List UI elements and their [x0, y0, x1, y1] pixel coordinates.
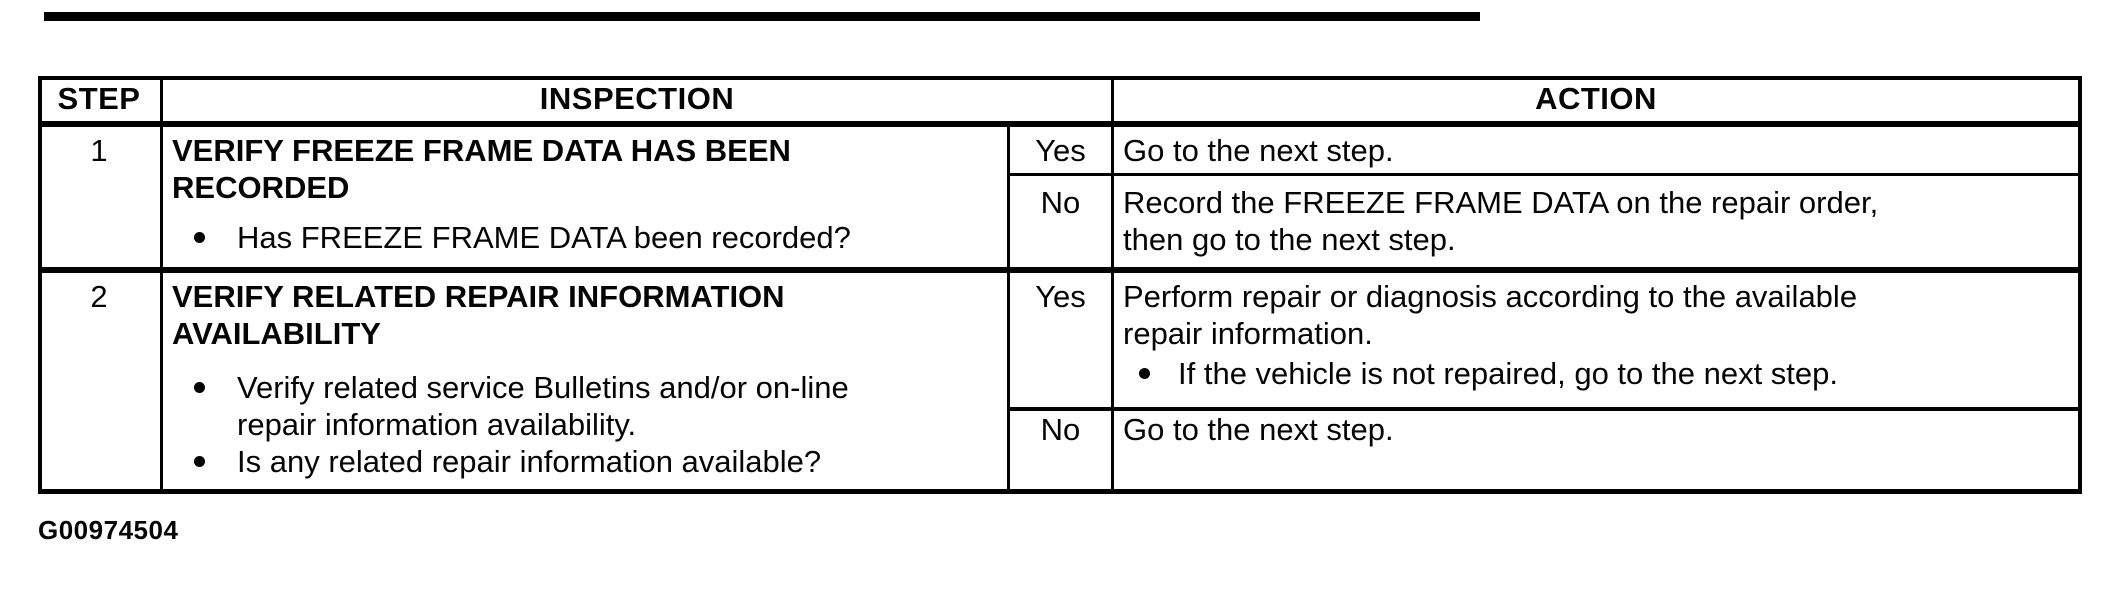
table-step-separator: [38, 267, 2082, 273]
table-border-right: [2078, 76, 2082, 494]
header-step: STEP: [57, 81, 141, 116]
step2-inspection-bullet-item: Is any related repair information availa…: [190, 443, 980, 480]
step1-yes-action-text: Go to the next step.: [1123, 133, 1394, 168]
step1-inspection-title: VERIFY FREEZE FRAME DATA HAS BEEN RECORD…: [172, 133, 791, 205]
step1-inspection-bullet-item: Has FREEZE FRAME DATA been recorded?: [190, 219, 990, 256]
step1-number: 1: [90, 133, 108, 168]
table-header-separator: [38, 121, 2082, 127]
column-divider-step-inspection: [160, 76, 163, 489]
table-border-left: [38, 76, 42, 494]
step2-no-action-text: Go to the next step.: [1123, 412, 1394, 447]
figure-code-caption: G00974504: [38, 515, 179, 545]
step2-inspection-bullets: Verify related service Bulletins and/or …: [190, 369, 980, 480]
step2-no-label: No: [1040, 412, 1081, 447]
step2-yes-action-bullets: If the vehicle is not repaired, go to th…: [1135, 355, 2055, 392]
header-action: ACTION: [1535, 81, 1657, 116]
column-divider-inspection-yesno: [1007, 121, 1010, 489]
header-inspection: INSPECTION: [539, 81, 735, 116]
row-divider-step1-yes-no: [1007, 173, 2082, 176]
scan-artifact-bar: [44, 12, 1480, 21]
row-divider-step2-yes-no: [1007, 407, 2082, 411]
step1-yes-label: Yes: [1035, 133, 1086, 168]
step2-yes-label: Yes: [1035, 279, 1086, 314]
step1-no-label: No: [1040, 185, 1081, 220]
step2-yes-action-text: Perform repair or diagnosis according to…: [1123, 279, 1858, 351]
step2-inspection-title: VERIFY RELATED REPAIR INFORMATION AVAILA…: [172, 279, 785, 351]
step1-inspection-bullets: Has FREEZE FRAME DATA been recorded?: [190, 219, 990, 256]
column-divider-yesno-action: [1111, 76, 1114, 489]
step1-no-action-text: Record the FREEZE FRAME DATA on the repa…: [1123, 185, 1879, 257]
step2-yes-action-bullet-item: If the vehicle is not repaired, go to th…: [1135, 355, 2055, 392]
step2-number: 2: [90, 279, 108, 314]
table-border-bottom: [38, 489, 2082, 494]
table-border-top: [38, 76, 2082, 80]
step2-inspection-bullet-item: Verify related service Bulletins and/or …: [190, 369, 980, 443]
